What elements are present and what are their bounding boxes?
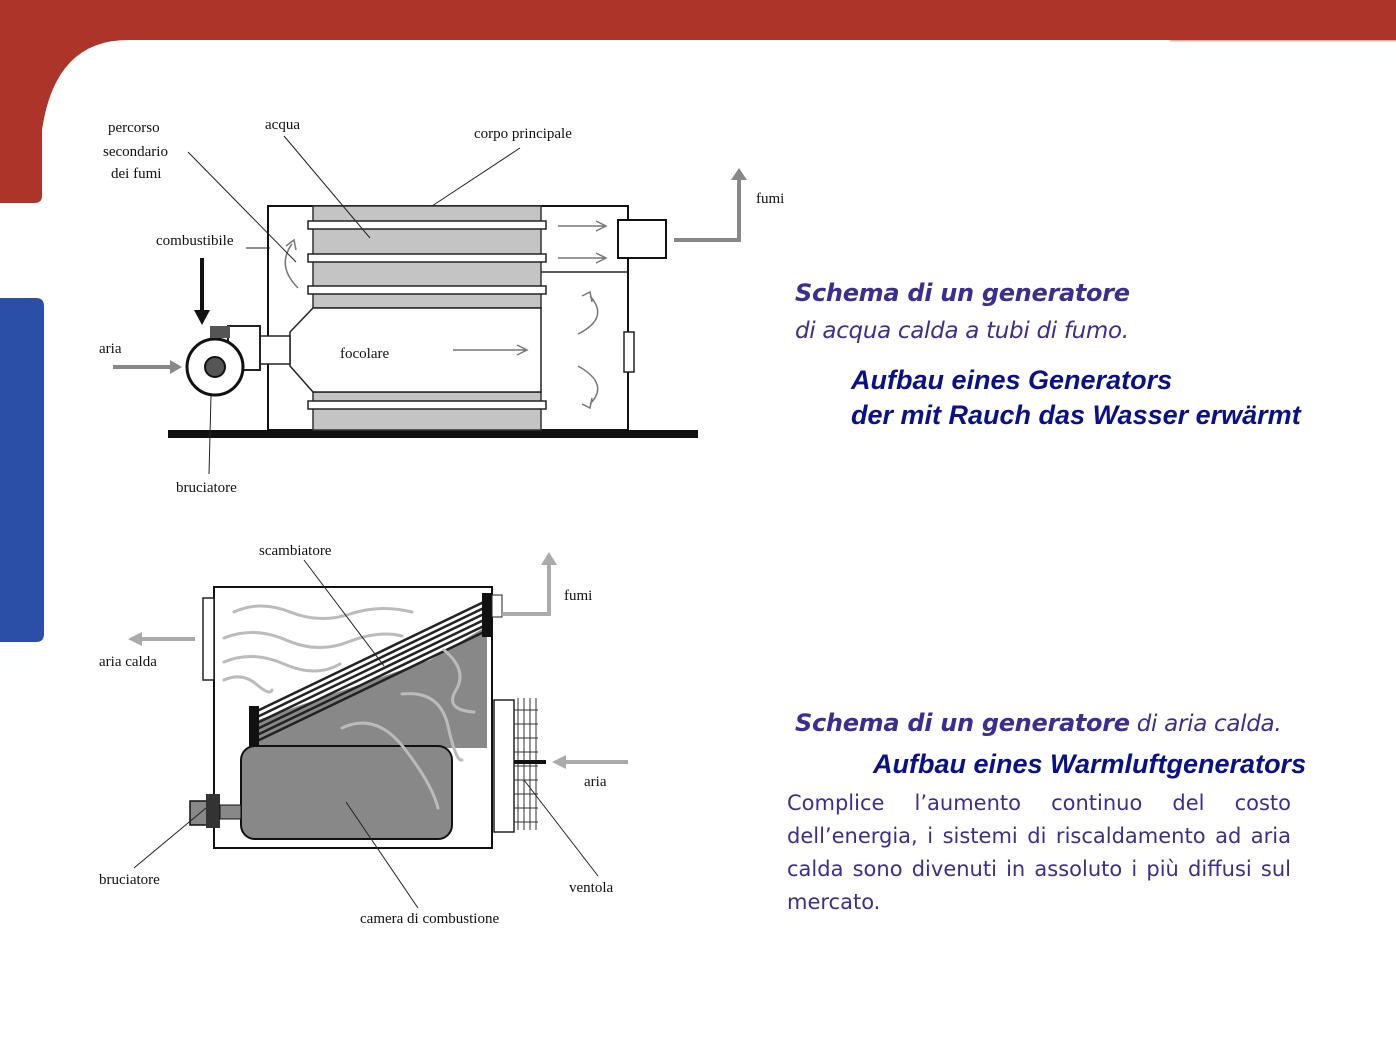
label-aria: aria [584,774,607,790]
label-bruciatore: bruciatore [99,872,160,888]
base-plate [168,430,698,438]
burner-tube [219,804,242,820]
caption1-title: Schema di un generatore [795,279,1130,307]
side-door [623,331,635,373]
outlet-grille [202,597,215,681]
air-arrowhead [170,360,182,374]
chamber-upper [258,660,430,748]
warm-air-generator-diagram: scambiatore fumi aria calda aria bruciat… [99,543,628,927]
label-aria-calda: aria calda [99,654,157,670]
label-fumi: fumi [564,588,592,604]
caption1-german-line2: der mit Rauch das Wasser erwärmt [851,400,1301,430]
hot-water-generator-diagram: percorso secondario dei fumi acqua corpo… [99,117,784,496]
burner-nozzle [259,335,291,365]
air-streams [222,604,476,810]
flow-arrows [284,220,608,410]
flue-outlet-arrow [674,178,741,242]
flue-outlet-arrowhead [541,552,557,565]
leader-lines [133,559,599,909]
flue-outlet-arrow [502,562,551,616]
tube [307,220,547,230]
caption2-title-bold: Schema di un generatore [795,709,1130,737]
burner-hub [204,356,226,378]
burner-connector [206,794,220,828]
label-percorso-1: percorso [108,120,160,136]
leader-lines [187,135,521,475]
label-percorso-3: dei fumi [111,166,161,182]
label-ventola: ventola [569,880,613,896]
fuel-inlet [210,326,230,338]
caption1-german-line1: Aufbau eines Generators [851,365,1173,395]
label-acqua: acqua [265,117,300,133]
furnace [289,307,542,393]
top-red-band [0,0,1396,203]
label-combustibile: combustibile [156,233,234,249]
side-blue-bar [0,298,44,642]
flue-collar [491,594,503,618]
label-focolare: focolare [340,346,389,362]
label-corpo-principale: corpo principale [474,126,572,142]
label-scambiatore: scambiatore [259,543,332,559]
flue-box [617,219,667,259]
caption2-title: Schema di un generatore di aria calda. [795,709,1282,737]
label-percorso-2: secondario [103,144,168,160]
fuel-arrowhead [194,310,210,325]
exchanger-flange-right [482,593,492,637]
label-bruciatore: bruciatore [176,480,237,496]
caption1-subtitle: di acqua calda a tubi di fumo. [795,318,1129,344]
tube [307,285,547,295]
tube [307,400,547,410]
top-band-underline [1170,40,1396,42]
heat-exchanger [254,598,489,744]
air-in-arrowhead [552,755,566,769]
combustion-chamber [240,745,453,840]
label-aria: aria [99,341,122,357]
label-camera-di-combustione: camera di combustione [360,911,499,927]
caption2-german: Aufbau eines Warmluftgenerators [873,749,1307,779]
water-block-bottom [312,391,542,431]
label-fumi: fumi [756,191,784,207]
hot-air-arrowhead [128,632,142,646]
tube [307,253,547,263]
fan-grille [493,699,515,833]
exchanger-flange-left [249,706,259,746]
flue-outlet-arrowhead [731,168,747,180]
caption2-paragraph: Complice l’aumento continuo del costo de… [787,791,1291,914]
caption2-title-rest: di aria calda. [1129,711,1282,737]
